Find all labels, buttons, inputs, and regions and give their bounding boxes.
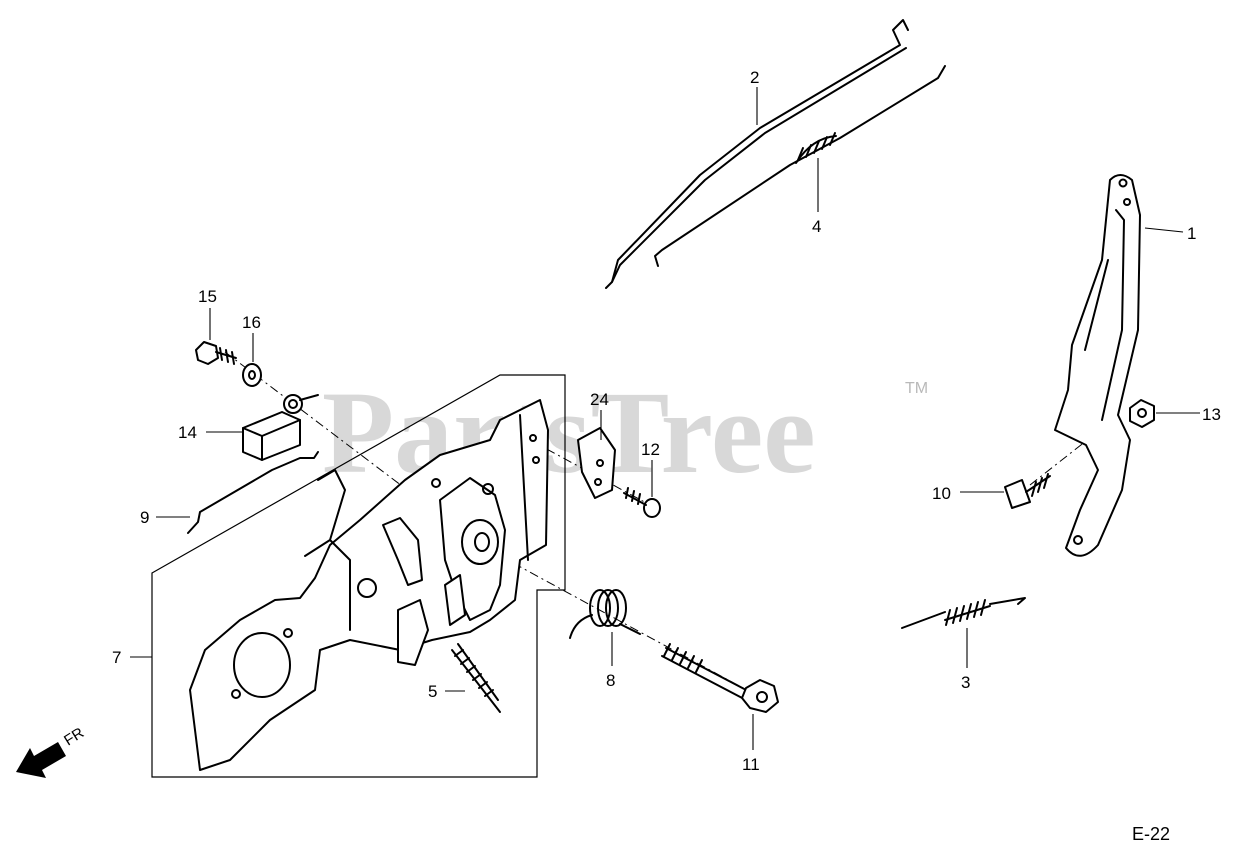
callout-24[interactable]: 24 [590,390,609,409]
part-7-plate-opening [233,632,291,698]
callout-16[interactable]: 16 [242,313,261,332]
part-2-rod [605,19,909,289]
part-14-switch [242,394,319,461]
callout-13[interactable]: 13 [1202,405,1221,424]
part-7-levers [382,477,506,666]
part-8-spring [569,589,641,639]
callout-12[interactable]: 12 [641,440,660,459]
assembly-frame [151,374,566,778]
callout-8[interactable]: 8 [606,671,615,690]
assembly-line-10 [1029,429,1101,486]
callout-7[interactable]: 7 [112,648,121,667]
watermark-trademark: TM [905,380,928,397]
watermark-text: PartsTree [322,367,816,498]
assembly-line-12 [529,439,651,506]
part-15-bolt [195,341,237,365]
front-arrow-icon [16,742,66,778]
diagram-reference: E-22 [1132,824,1170,844]
callout-4[interactable]: 4 [812,217,821,236]
callout-3[interactable]: 3 [961,673,970,692]
part-4-spring [795,132,837,164]
direction-label: FR [61,724,87,749]
part-5-spring [451,643,501,713]
part-11-bolt [661,643,779,713]
part-4-rod [654,65,946,267]
part-1-lever [1054,174,1141,557]
part-10-screw [1004,473,1051,509]
callout-9[interactable]: 9 [140,508,149,527]
callout-11[interactable]: 11 [742,755,760,774]
callout-1[interactable]: 1 [1187,224,1196,243]
callout-15[interactable]: 15 [198,287,217,306]
part-7-plate-flange [304,414,529,631]
part-3-spring [901,597,1026,629]
part-13-nut [1129,399,1155,428]
callout-5[interactable]: 5 [428,682,437,701]
part-16-washer [242,363,262,387]
part-9-rod [187,451,319,534]
callout-10[interactable]: 10 [932,484,951,503]
part-1-lever-inner [1084,209,1125,421]
callout-14[interactable]: 14 [178,423,197,442]
callout-2[interactable]: 2 [750,68,759,87]
part-24-bracket [577,427,616,499]
leader-lines [130,87,1200,750]
part-2-rod-edge [611,47,907,283]
part-12-screw [623,487,661,518]
